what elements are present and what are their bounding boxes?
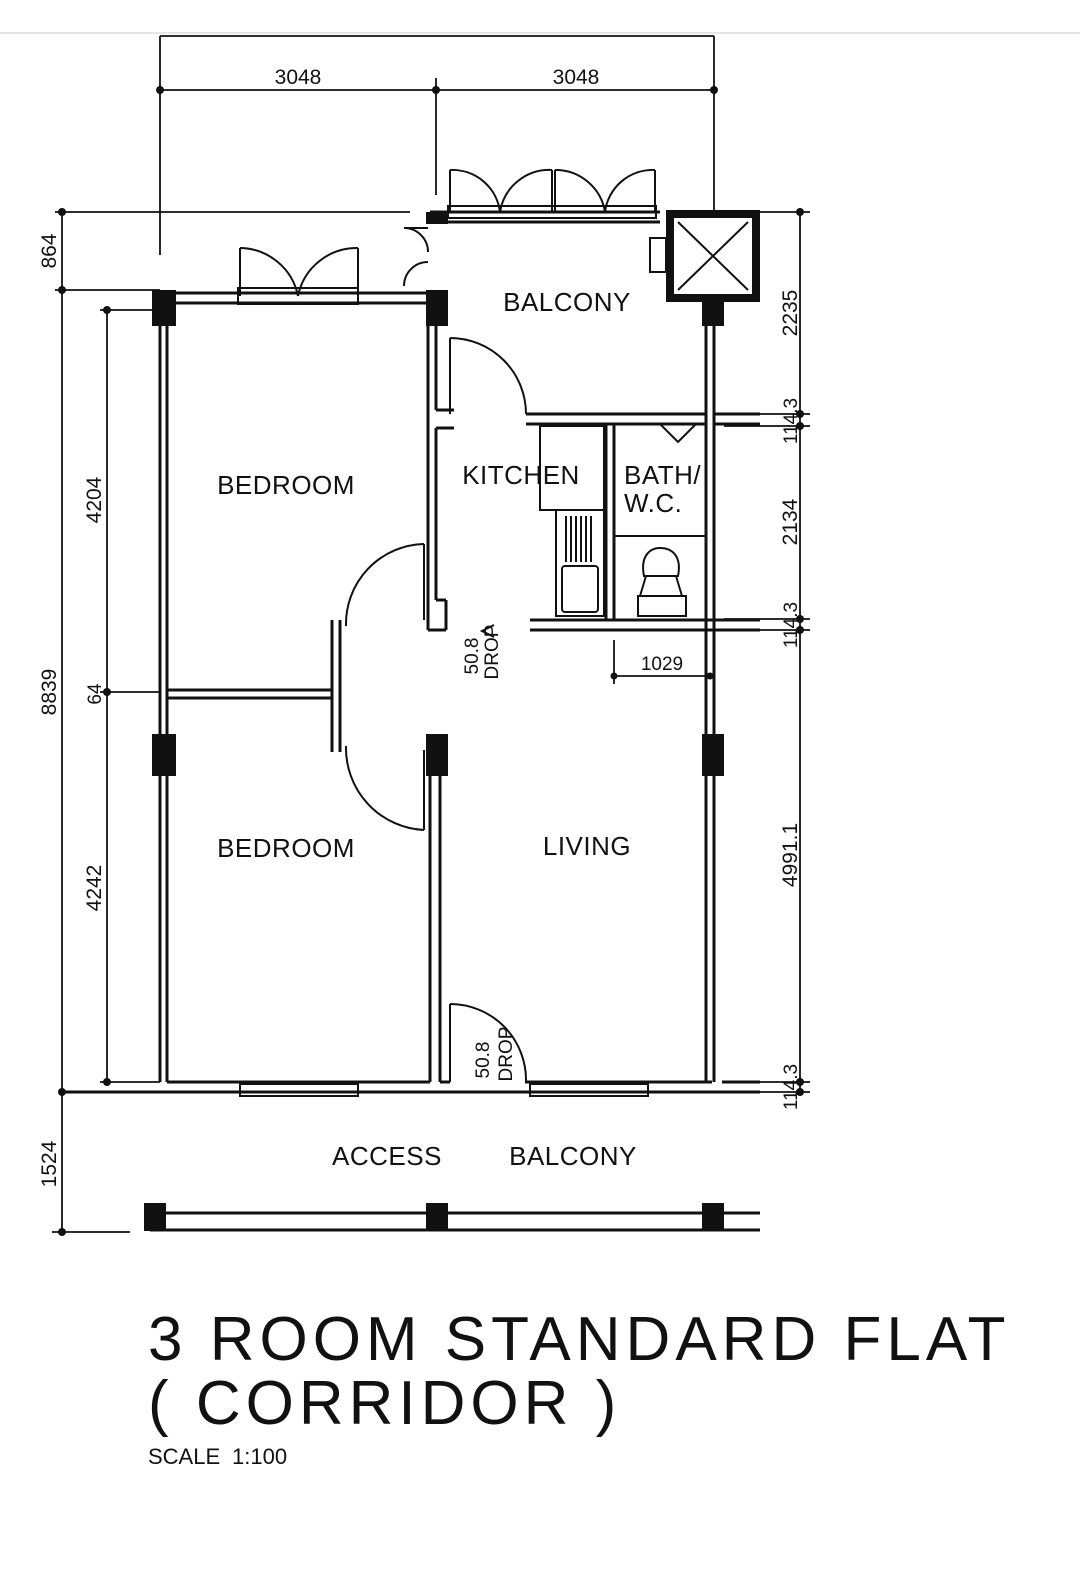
top-dimensions: 3048 3048 — [156, 35, 718, 255]
sink-basin — [561, 565, 599, 613]
room-label-bedroom-top: BEDROOM — [217, 470, 355, 500]
room-label-bedroom-bottom: BEDROOM — [217, 833, 355, 863]
walls — [62, 210, 760, 1232]
right-dimensions: 2235 114.3 2134 114.3 4991.1 114.3 — [724, 208, 810, 1110]
dim-right-4991: 4991.1 — [779, 823, 802, 887]
scale-value: 1:100 — [232, 1444, 287, 1469]
dim-right-2235: 2235 — [779, 290, 802, 337]
room-label-balcony: BALCONY — [503, 287, 631, 317]
room-label-access-balcony: BALCONY — [509, 1141, 637, 1171]
plan-subtitle: ( CORRIDOR ) — [148, 1369, 621, 1438]
room-label-living: LIVING — [543, 831, 631, 861]
plan-title: 3 ROOM STANDARD FLAT — [148, 1305, 1010, 1374]
structural-columns — [144, 212, 724, 1231]
left-dimensions: 864 8839 1524 4204 64 4242 — [38, 208, 410, 1236]
drop-annotation-entry: 50.8 DROP — [473, 1027, 517, 1082]
dim-left-864: 864 — [38, 233, 61, 268]
scale-label: SCALE — [148, 1444, 220, 1469]
doors-and-windows — [237, 168, 697, 1097]
drop-value-kitchen: 50.8 — [462, 638, 483, 675]
kitchen-sink — [555, 509, 605, 617]
dim-right-114-a: 114.3 — [781, 398, 802, 444]
drop-annotation-kitchen: 50.8 DROP — [462, 624, 503, 680]
room-labels: BEDROOM BEDROOM BALCONY KITCHEN BATH/ W.… — [217, 287, 701, 1171]
drop-value-entry: 50.8 — [473, 1042, 494, 1079]
title-block: 3 ROOM STANDARD FLAT ( CORRIDOR ) SCALE … — [148, 1305, 1010, 1469]
dim-right-114-b: 114.3 — [781, 602, 802, 648]
room-label-bath-line2: W.C. — [624, 488, 682, 518]
dim-inner-4242: 4242 — [83, 865, 106, 912]
dim-left-8839: 8839 — [38, 669, 61, 716]
sink-drainer — [565, 516, 592, 562]
dim-inner-64: 64 — [85, 683, 106, 705]
room-label-kitchen: KITCHEN — [462, 460, 580, 490]
toilet-icon — [642, 546, 680, 577]
dim-left-1524: 1524 — [38, 1140, 61, 1187]
fixtures: 1029 — [539, 425, 714, 684]
room-label-access: ACCESS — [332, 1141, 442, 1171]
dim-right-2134: 2134 — [779, 498, 802, 545]
refuse-chute — [649, 210, 760, 302]
dim-top-right: 3048 — [553, 66, 600, 89]
drop-label-entry: DROP — [496, 1027, 517, 1082]
dim-inner-4204: 4204 — [83, 476, 106, 523]
dim-right-114-c: 114.3 — [781, 1064, 802, 1110]
room-label-bath-line1: BATH/ — [624, 460, 701, 490]
toilet-tank — [637, 595, 687, 617]
dim-top-left: 3048 — [275, 66, 322, 89]
drop-label-kitchen: DROP — [482, 625, 503, 680]
dim-living-1029: 1029 — [641, 654, 683, 675]
